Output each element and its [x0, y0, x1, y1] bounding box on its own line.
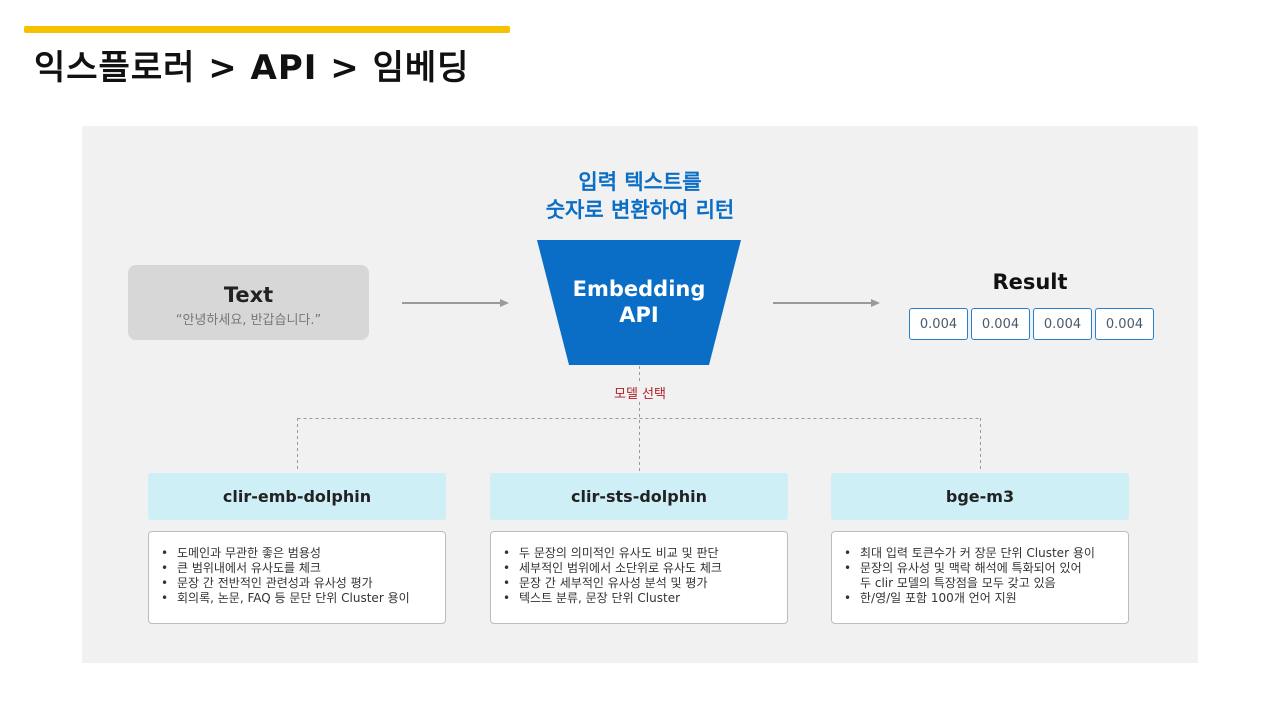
result-value-cell: 0.004 [1033, 308, 1092, 340]
result-value-cell: 0.004 [971, 308, 1030, 340]
model-feature-item: 큰 범위내에서 유사도를 체크 [161, 561, 433, 576]
result-value-cell: 0.004 [909, 308, 968, 340]
embedding-api-line-2: API [619, 303, 659, 327]
output-arrow [773, 298, 881, 308]
model-feature-item: 두 문장의 의미적인 유사도 비교 및 판단 [503, 546, 775, 561]
model-description-clir-emb-dolphin: 도메인과 무관한 좋은 범용성 큰 범위내에서 유사도를 체크 문장 간 전반적… [148, 531, 446, 624]
embedding-api-label: Embedding API [537, 276, 741, 328]
model-feature-item: 텍스트 분류, 문장 단위 Cluster [503, 591, 775, 606]
input-label: Text [223, 283, 274, 307]
embedding-api-line-1: Embedding [572, 277, 706, 301]
model-feature-item: 세부적인 범위에서 소단위로 유사도 체크 [503, 561, 775, 576]
model-feature-item: 문장의 유사성 및 맥락 해석에 특화되어 있어 두 clir 모델의 특장점을… [844, 561, 1116, 591]
model-header-bge-m3: bge-m3 [831, 473, 1129, 520]
model-feature-item: 문장 간 전반적인 관련성과 유사성 평가 [161, 576, 433, 591]
model-feature-item: 문장 간 세부적인 유사성 분석 및 평가 [503, 576, 775, 591]
model-description-bge-m3: 최대 입력 토큰수가 커 장문 단위 Cluster 용이 문장의 유사성 및 … [831, 531, 1129, 624]
title-accent-bar [24, 26, 510, 33]
diagram-headline: 입력 텍스트를 숫자로 변환하여 리턴 [480, 168, 800, 224]
model-header-clir-emb-dolphin: clir-emb-dolphin [148, 473, 446, 520]
model-select-label: 모델 선택 [614, 387, 666, 402]
result-vector: 0.004 0.004 0.004 0.004 [909, 308, 1154, 340]
model-description-clir-sts-dolphin: 두 문장의 의미적인 유사도 비교 및 판단 세부적인 범위에서 소단위로 유사… [490, 531, 788, 624]
result-value-cell: 0.004 [1095, 308, 1154, 340]
model-feature-item: 한/영/일 포함 100개 언어 지원 [844, 591, 1116, 606]
embedding-api-funnel [537, 240, 741, 365]
model-feature-item: 회의록, 논문, FAQ 등 문단 단위 Cluster 용이 [161, 591, 433, 606]
result-label: Result [992, 270, 1068, 294]
model-header-clir-sts-dolphin: clir-sts-dolphin [490, 473, 788, 520]
input-sample-text: “안녕하세요, 반갑습니다.” [175, 313, 322, 328]
model-feature-item: 최대 입력 토큰수가 커 장문 단위 Cluster 용이 [844, 546, 1116, 561]
headline-line-2: 숫자로 변환하여 리턴 [545, 198, 735, 222]
headline-line-1: 입력 텍스트를 [578, 170, 702, 194]
input-text-box: Text “안녕하세요, 반갑습니다.” [128, 265, 369, 340]
page-title: 익스플로러 > API > 임베딩 [34, 48, 470, 88]
input-arrow [402, 298, 510, 308]
model-feature-item: 도메인과 무관한 좋은 범용성 [161, 546, 433, 561]
